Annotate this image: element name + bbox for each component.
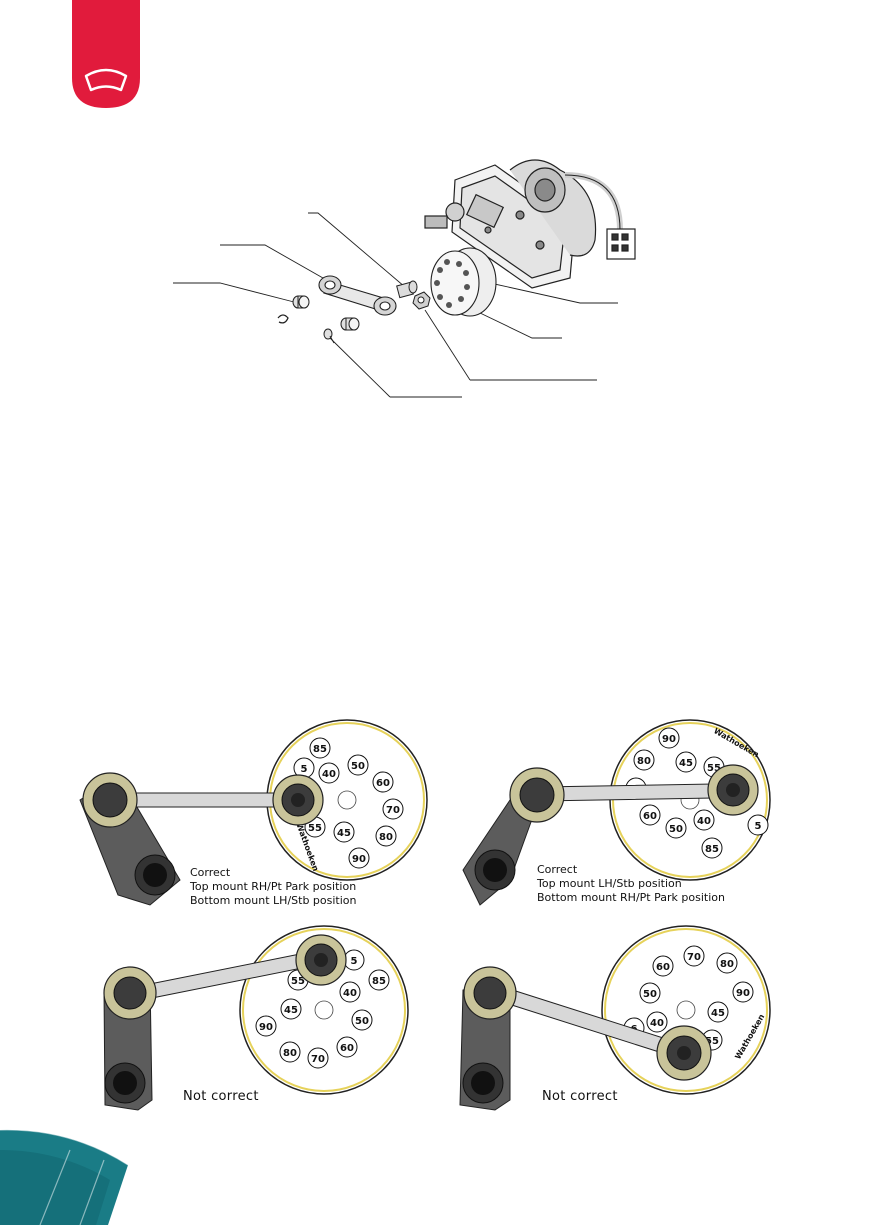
svg-text:55: 55 [291,976,305,987]
bushing [340,317,360,331]
caption-not-correct-1: Not correct [183,1089,259,1104]
disc-number: 70 [307,1047,329,1069]
disc-number: 45 [675,751,697,773]
svg-text:5: 5 [301,764,308,775]
svg-text:40: 40 [322,769,336,780]
svg-text:80: 80 [637,756,651,767]
caption-not-correct-2: Not correct [542,1089,618,1104]
svg-text:90: 90 [352,854,366,865]
pin [323,328,335,344]
svg-text:40: 40 [650,1018,664,1029]
disc-number: 80 [375,825,397,847]
svg-text:80: 80 [283,1048,297,1059]
disc-number: 50 [665,817,687,839]
disc-number: 60 [652,955,674,977]
svg-text:45: 45 [679,758,693,769]
connecting-rod [509,764,759,823]
footer-corner [0,1129,129,1225]
svg-text:55: 55 [705,1036,719,1047]
crank-disc [430,247,497,317]
svg-text:40: 40 [697,816,711,827]
disc-number: 40 [693,809,715,831]
connecting-rod [82,772,324,828]
disc-number: 45 [280,998,302,1020]
disc-number: 50 [639,982,661,1004]
svg-text:55: 55 [308,823,322,834]
disc-number: 50 [351,1009,373,1031]
svg-text:80: 80 [379,832,393,843]
svg-text:50: 50 [351,761,365,772]
crank-arm-link [318,275,397,316]
disc-number: 60 [336,1036,358,1058]
disc-number: 60 [372,771,394,793]
caption-correct-1: Correct Top mount RH/Pt Park position Bo… [190,866,357,907]
svg-text:70: 70 [386,805,400,816]
disc-number: 90 [348,847,370,869]
disc-number: 80 [279,1041,301,1063]
svg-text:70: 70 [311,1054,325,1065]
connecting-rod [103,934,347,1020]
disc-number: 45 [333,821,355,843]
disc-number: 45 [707,1001,729,1023]
svg-text:90: 90 [736,988,750,999]
disc-number: 50 [347,754,369,776]
svg-text:60: 60 [340,1043,354,1054]
svg-text:90: 90 [662,734,676,745]
svg-text:40: 40 [343,988,357,999]
disc-number: 90 [658,727,680,749]
svg-text:50: 50 [643,989,657,1000]
disc-number: 85 [309,737,331,759]
disc-number: 70 [382,798,404,820]
disc-number: 90 [732,981,754,1003]
disc-number: 5 [747,814,769,836]
bolt [396,280,418,299]
disc-number: 90 [255,1015,277,1037]
svg-text:5: 5 [351,956,358,967]
bushing-small [292,295,310,309]
svg-text:85: 85 [313,744,327,755]
disc-number: 80 [633,749,655,771]
motor-housing [424,159,636,289]
svg-text:90: 90 [259,1022,273,1033]
svg-text:60: 60 [376,778,390,789]
circlip [277,314,289,324]
svg-text:70: 70 [687,952,701,963]
disc-number: 70 [683,945,705,967]
svg-text:85: 85 [372,976,386,987]
svg-text:45: 45 [284,1005,298,1016]
disc-number: 40 [318,762,340,784]
disc-number: 40 [339,981,361,1003]
disc-number: 85 [701,837,723,859]
windscreen-wiper-icon [84,68,128,92]
svg-text:85: 85 [705,844,719,855]
disc-number: 40 [646,1011,668,1033]
svg-text:45: 45 [711,1008,725,1019]
disc-number: 85 [368,969,390,991]
svg-text:50: 50 [355,1016,369,1027]
disc-number: 60 [639,804,661,826]
nut [412,291,431,310]
svg-text:60: 60 [656,962,670,973]
caption-correct-2: Correct Top mount LH/Stb position Bottom… [537,863,725,904]
svg-text:45: 45 [337,828,351,839]
svg-text:50: 50 [669,824,683,835]
disc-number: 80 [716,952,738,974]
svg-text:60: 60 [643,811,657,822]
connecting-rod [463,966,712,1081]
svg-text:5: 5 [755,821,762,832]
svg-text:80: 80 [720,959,734,970]
svg-text:55: 55 [707,763,721,774]
